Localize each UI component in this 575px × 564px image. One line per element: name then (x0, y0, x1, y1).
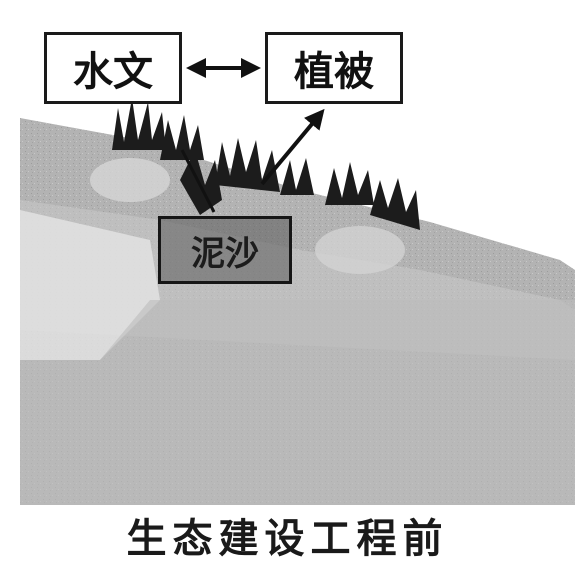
vegetation-clumps (112, 98, 420, 230)
sediment-label-box: 泥沙 (158, 216, 292, 284)
sediment-label: 泥沙 (191, 233, 259, 274)
water-label-box: 水文 (44, 32, 182, 104)
riverbank-slope (20, 118, 575, 505)
vegetation-label: 植被 (294, 49, 374, 95)
figure-caption: 生态建设工程前 (126, 516, 449, 562)
arrow-sediment-vegetation (260, 108, 325, 186)
water-label: 水文 (73, 49, 153, 95)
arrow-water-sediment (180, 149, 216, 213)
vegetation-label-box: 植被 (265, 32, 403, 104)
